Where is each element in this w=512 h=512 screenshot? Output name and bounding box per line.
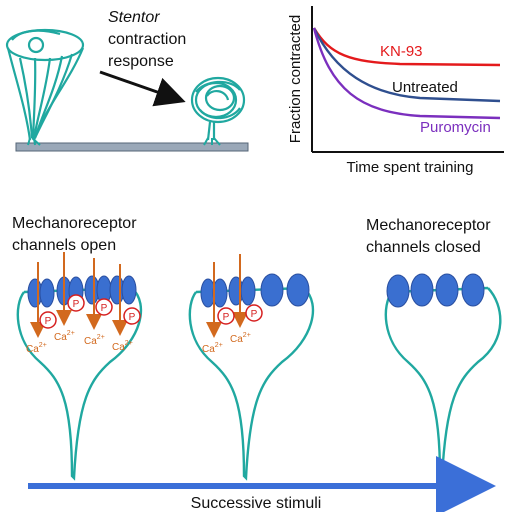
series-label-untreated: Untreated (392, 79, 458, 96)
chart: Fraction contracted Time spent training … (287, 6, 504, 176)
svg-text:Ca2+: Ca2+ (84, 334, 105, 347)
cell-1-channels (27, 275, 137, 308)
cell-1-calcium-arrows (30, 252, 128, 338)
closed-label-line2: channels closed (366, 239, 481, 256)
cell-3-outline (384, 287, 502, 481)
svg-text:Ca2+: Ca2+ (112, 340, 133, 353)
svg-text:P: P (251, 309, 258, 320)
extended-stentor-drawing (5, 28, 85, 141)
series-label-kn93: KN-93 (380, 43, 423, 60)
series-line-puromycin (312, 27, 501, 120)
cell-1-outline (16, 287, 143, 481)
svg-text:Ca2+: Ca2+ (26, 342, 47, 355)
stentor-caption-line2: contraction (108, 31, 186, 48)
cell-2-phospho-markers: P P (217, 304, 263, 325)
svg-text:P: P (223, 312, 230, 323)
open-label-line2: channels open (12, 237, 116, 254)
cell-2-outline (188, 287, 315, 481)
contracted-stentor-drawing (190, 76, 246, 141)
contraction-arrow (99, 70, 186, 107)
series-line-untreated (312, 27, 501, 103)
svg-text:Ca2+: Ca2+ (54, 330, 75, 343)
extended-stentor-foot (27, 137, 41, 146)
stentor-caption-italic: Stentor (108, 9, 160, 26)
successive-stimuli-label: Successive stimuli (191, 495, 322, 512)
svg-text:P: P (129, 312, 136, 323)
cell-3-channels (386, 273, 485, 308)
series-line-kn93 (312, 27, 501, 67)
open-label-line1: Mechanoreceptor (12, 215, 137, 232)
x-axis-label: Time spent training (346, 159, 473, 176)
svg-text:Ca2+: Ca2+ (230, 332, 251, 345)
svg-text:P: P (73, 299, 80, 310)
cell-1-calcium-labels: Ca2+ Ca2+ Ca2+ Ca2+ (26, 330, 133, 355)
contracted-stentor-foot (203, 137, 221, 146)
series-label-puromycin: Puromycin (420, 119, 491, 136)
svg-text:P: P (101, 303, 108, 314)
cell-2-channels (200, 273, 310, 308)
cell-1-phospho-markers: P P P P (39, 294, 141, 329)
stentor-panel: Stentor contraction response (5, 9, 249, 152)
y-axis-label: Fraction contracted (287, 15, 304, 143)
svg-text:Ca2+: Ca2+ (202, 342, 223, 355)
stentor-caption-line3: response (108, 53, 174, 70)
substrate-slide (15, 142, 249, 152)
cell-2-calcium-arrows (206, 254, 248, 338)
svg-text:P: P (45, 316, 52, 327)
cell-2-calcium-labels: Ca2+ Ca2+ (202, 332, 251, 355)
closed-label-line1: Mechanoreceptor (366, 217, 491, 234)
